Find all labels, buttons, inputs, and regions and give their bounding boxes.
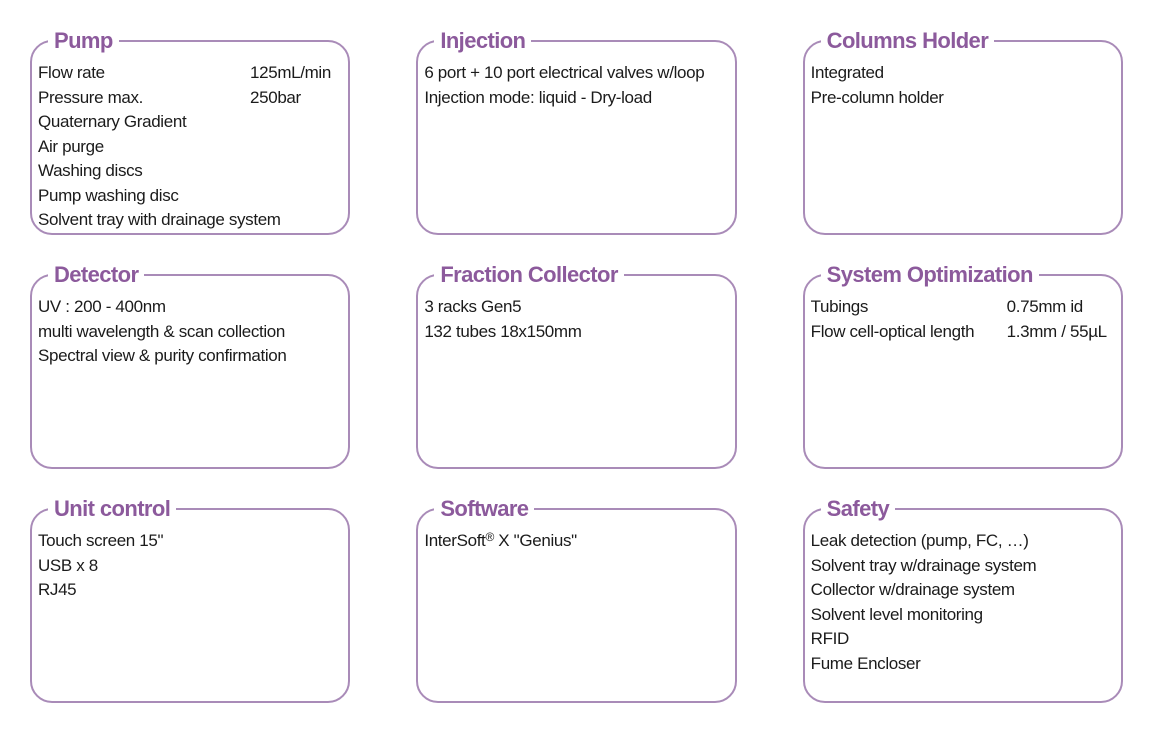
card-title-unit-control: Unit control	[54, 496, 171, 521]
card-title-system-optimization: System Optimization	[826, 262, 1034, 287]
spec-label: USB x 8	[38, 555, 98, 575]
spec-row: Solvent tray w/drainage system	[811, 554, 1111, 579]
spec-label: 132 tubes 18x150mm	[424, 321, 582, 341]
spec-row: Leak detection (pump, FC, …)	[811, 529, 1111, 554]
card-title-fraction-collector: Fraction Collector	[440, 262, 618, 287]
spec-label: RFID	[810, 629, 850, 648]
software-name-pre: InterSoft	[424, 531, 486, 550]
spec-row: Pump washing disc	[38, 184, 338, 209]
spec-row: Injection mode: liquid - Dry-load	[424, 86, 724, 111]
spec-label: Solvent tray with drainage system	[38, 210, 281, 229]
spec-label: Tubings	[810, 297, 869, 316]
spec-row: Solvent tray with drainage system	[38, 208, 338, 233]
spec-label: Injection mode: liquid - Dry-load	[424, 87, 652, 107]
spec-label: Integrated	[810, 63, 884, 82]
spec-label: Solvent level monitoring	[810, 604, 983, 624]
spec-label: Quaternary Gradient	[38, 112, 187, 131]
card-software: Software InterSoft® X "Genius"	[416, 496, 737, 703]
card-body: Touch screen 15" USB x 8 RJ45	[38, 529, 338, 603]
registered-trademark-symbol: ®	[485, 530, 494, 544]
spec-value: 250bar	[250, 87, 301, 107]
spec-label: Air purge	[38, 136, 104, 156]
card-unit-control: Unit control Touch screen 15" USB x 8 RJ…	[30, 496, 351, 703]
spec-row: Pre-column holder	[811, 86, 1111, 111]
spec-label: 6 port + 10 port electrical valves w/loo…	[424, 63, 705, 82]
spec-row: UV : 200 - 400nm	[38, 295, 338, 320]
spec-row: RFID	[811, 627, 1111, 652]
spec-row: 3 racks Gen5	[424, 295, 724, 320]
card-body: Leak detection (pump, FC, …) Solvent tra…	[811, 529, 1111, 676]
card-body: Flow rate 125mL/min Pressure max. 250bar…	[38, 61, 338, 233]
spec-row: Collector w/drainage system	[811, 578, 1111, 603]
spec-row: Flow cell-optical length 1.3mm / 55µL	[811, 320, 1111, 345]
software-name: InterSoft® X "Genius"	[424, 529, 577, 555]
card-title-injection: Injection	[440, 28, 526, 53]
spec-label: Collector w/drainage system	[810, 580, 1015, 599]
card-injection: Injection 6 port + 10 port electrical va…	[416, 28, 737, 235]
card-body: Integrated Pre-column holder	[811, 61, 1111, 110]
spec-value: 0.75mm id	[1006, 297, 1084, 316]
spec-label: Fume Encloser	[810, 653, 921, 673]
card-body: UV : 200 - 400nm multi wavelength & scan…	[38, 295, 338, 369]
card-system-optimization: System Optimization Tubings 0.75mm id Fl…	[802, 262, 1123, 469]
spec-row: Quaternary Gradient	[38, 110, 338, 135]
spec-label: 3 racks Gen5	[424, 297, 522, 316]
spec-row: RJ45	[38, 578, 338, 603]
card-title-safety: Safety	[826, 496, 890, 521]
spec-value: 125mL/min	[250, 63, 331, 82]
spec-label: Leak detection (pump, FC, …)	[810, 531, 1029, 550]
spec-value: 1.3mm / 55µL	[1006, 321, 1107, 341]
spec-label: Spectral view & purity confirmation	[38, 346, 287, 365]
card-body: 3 racks Gen5 132 tubes 18x150mm	[424, 295, 724, 344]
spec-row: multi wavelength & scan collection	[38, 320, 338, 345]
spec-row: 6 port + 10 port electrical valves w/loo…	[424, 61, 724, 86]
spec-row: 132 tubes 18x150mm	[424, 320, 724, 345]
spec-label: RJ45	[38, 580, 77, 599]
spec-label: UV : 200 - 400nm	[38, 297, 166, 316]
card-safety: Safety Leak detection (pump, FC, …) Solv…	[802, 496, 1123, 703]
spec-row: Pressure max. 250bar	[38, 86, 338, 111]
spec-row: Washing discs	[38, 159, 338, 184]
spec-label: Pre-column holder	[810, 87, 944, 107]
card-title-columns-holder: Columns Holder	[826, 28, 989, 53]
spec-row: Integrated	[811, 61, 1111, 86]
spec-row: Air purge	[38, 135, 338, 160]
spec-label: Pressure max.	[38, 87, 144, 107]
spec-label: Flow cell-optical length	[810, 321, 975, 341]
spec-grid: Pump Flow rate 125mL/min Pressure max. 2…	[30, 28, 1123, 703]
card-body: Tubings 0.75mm id Flow cell-optical leng…	[811, 295, 1111, 344]
card-title-software: Software	[440, 496, 529, 521]
spec-row: Flow rate 125mL/min	[38, 61, 338, 86]
card-body: InterSoft® X "Genius"	[424, 529, 724, 555]
spec-row: InterSoft® X "Genius"	[424, 529, 724, 555]
spec-row: Fume Encloser	[811, 652, 1111, 677]
spec-row: USB x 8	[38, 554, 338, 579]
spec-row: Tubings 0.75mm id	[811, 295, 1111, 320]
spec-label: Flow rate	[38, 63, 105, 82]
card-detector: Detector UV : 200 - 400nm multi waveleng…	[30, 262, 351, 469]
card-columns-holder: Columns Holder Integrated Pre-column hol…	[802, 28, 1123, 235]
spec-label: Pump washing disc	[38, 185, 179, 205]
spec-row: Touch screen 15"	[38, 529, 338, 554]
card-title-detector: Detector	[54, 262, 139, 287]
card-fraction-collector: Fraction Collector 3 racks Gen5 132 tube…	[416, 262, 737, 469]
card-body: 6 port + 10 port electrical valves w/loo…	[424, 61, 724, 110]
spec-label: Touch screen 15"	[38, 531, 164, 550]
spec-row: Spectral view & purity confirmation	[38, 344, 338, 369]
card-pump: Pump Flow rate 125mL/min Pressure max. 2…	[30, 28, 351, 235]
software-name-post: X "Genius"	[493, 531, 577, 550]
spec-row: Solvent level monitoring	[811, 603, 1111, 628]
spec-label: multi wavelength & scan collection	[38, 321, 286, 341]
card-title-pump: Pump	[54, 28, 113, 53]
spec-label: Washing discs	[38, 161, 143, 180]
spec-label: Solvent tray w/drainage system	[810, 555, 1037, 575]
